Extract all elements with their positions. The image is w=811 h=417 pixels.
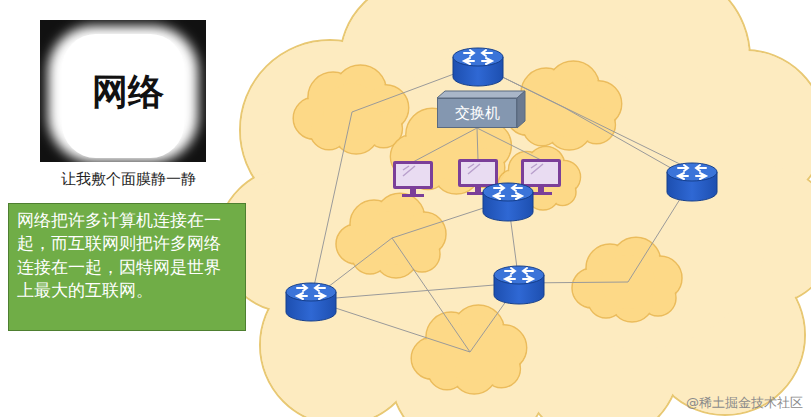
network-clouds	[293, 61, 682, 394]
meme-caption: 让我敷个面膜静一静	[30, 170, 226, 188]
meme-picture: 网络让我敷个面膜静一静	[30, 20, 226, 195]
links	[311, 65, 692, 352]
switch-box: 交换机	[437, 98, 517, 128]
note-box: 网络把许多计算机连接在一起，而互联网则把许多网络连接在一起，因特网是世界上最大的…	[8, 203, 246, 331]
switch-label: 交换机	[455, 104, 500, 123]
switch-top	[437, 91, 525, 128]
meme-title: 网络	[30, 72, 226, 112]
computers	[393, 159, 561, 197]
watermark: @稀土掘金技术社区	[686, 394, 803, 412]
internet-cloud	[218, 0, 811, 417]
routers	[286, 48, 717, 321]
note-text: 网络把许多计算机连接在一起，而互联网则把许多网络连接在一起，因特网是世界上最大的…	[17, 209, 237, 303]
